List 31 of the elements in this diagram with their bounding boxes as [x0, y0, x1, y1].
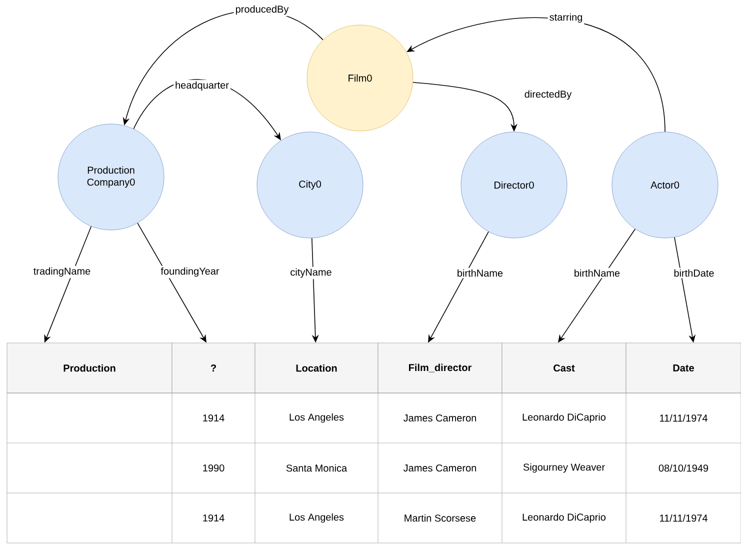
header-cell: Date: [626, 342, 741, 394]
cell-text: Santa Monica: [286, 464, 348, 472]
header-cell: Film_director: [378, 342, 502, 394]
cell-text: James Cameron: [403, 414, 476, 422]
edge-label: headquarter: [174, 80, 230, 92]
cell-text: Martin Scorsese: [404, 514, 476, 522]
edge-label: cityName: [288, 266, 334, 280]
header-cell: Cast: [502, 342, 626, 394]
cell-text: Sigourney Weaver: [523, 463, 605, 473]
edge-label: starring: [548, 12, 584, 24]
cell-text: 1914: [203, 514, 224, 522]
cell-text: 11/11/1974: [660, 514, 708, 522]
cell-text: 1990: [203, 464, 224, 472]
edge-label: foundingYear: [159, 266, 221, 278]
cell-text: Los Angeles: [290, 513, 344, 523]
header-cell: ?: [172, 342, 256, 394]
cell-text: 11/11/1974: [660, 414, 708, 422]
cell-text: 08/10/1949: [658, 464, 708, 472]
edge-label: tradingName: [32, 266, 92, 278]
header-cell: Production: [6, 342, 172, 394]
header-cell: Location: [254, 342, 378, 394]
edge-label: birthName: [572, 268, 622, 278]
edge-label: birthDate: [672, 268, 716, 278]
edge-label: birthName: [455, 268, 505, 278]
cell-text: Leonardo DiCaprio: [522, 413, 606, 423]
cell-text: Leonardo DiCaprio: [522, 513, 606, 523]
cell-text: 1914: [203, 414, 224, 422]
cell-text: James Cameron: [403, 464, 476, 472]
cell-text: Los Angeles: [290, 413, 344, 423]
edge-label: producedBy: [234, 4, 290, 16]
edge-label: directedBy: [522, 88, 574, 102]
